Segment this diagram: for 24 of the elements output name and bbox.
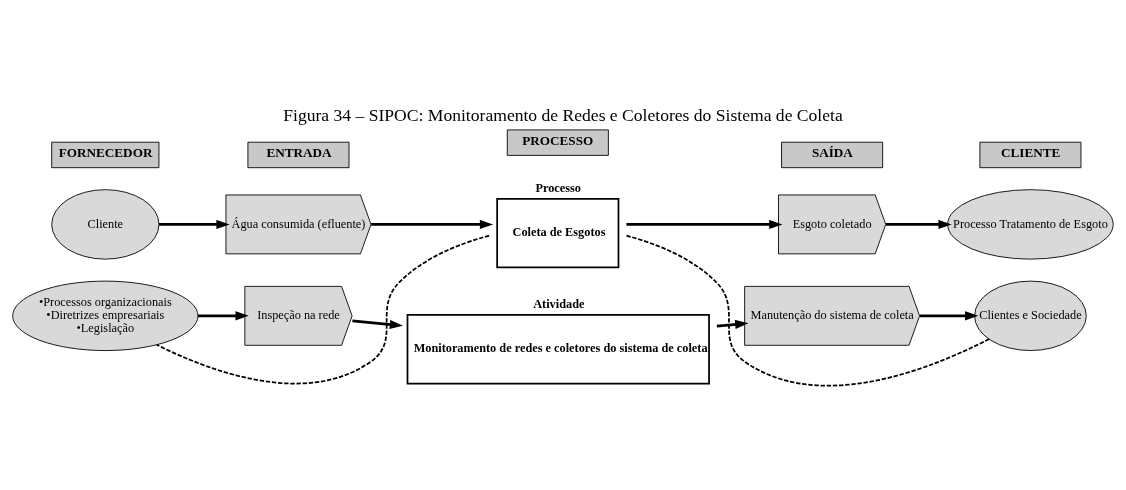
arrow [198, 310, 249, 320]
diagram-title: Figura 34 – SIPOC: Monitoramento de Redes e Coletores do Sistema de Coleta [283, 104, 843, 125]
node-ellipse: Processo Tratamento de Esgoto [947, 188, 1114, 260]
arrow [626, 219, 783, 229]
arrow [371, 219, 494, 229]
node-box: Monitoramento de redes e coletores do sistema de coleta [406, 313, 710, 384]
node-box: Coleta de Esgotos [496, 197, 620, 268]
node-box: FORNECEDOR [51, 141, 160, 168]
arrow [716, 319, 749, 329]
connector [625, 234, 990, 387]
node-box: ENTRADA [247, 141, 350, 168]
node-box: SAÍDA [781, 141, 884, 168]
node-box: CLIENTE [979, 141, 1082, 168]
arrow [159, 219, 230, 229]
node-ellipse: Clientes e Sociedade [974, 280, 1087, 351]
arrow [885, 219, 952, 229]
arrow [919, 310, 979, 320]
connector [155, 234, 490, 384]
node-ellipse: Cliente [51, 188, 160, 260]
node-label: Atividade [533, 296, 585, 311]
node-ellipse: •Processos organizacionais •Diretrizes empresariais •Legislação [12, 280, 199, 351]
node-label: Processo [535, 180, 581, 195]
node-box: PROCESSO [506, 128, 609, 156]
arrow [352, 319, 403, 329]
